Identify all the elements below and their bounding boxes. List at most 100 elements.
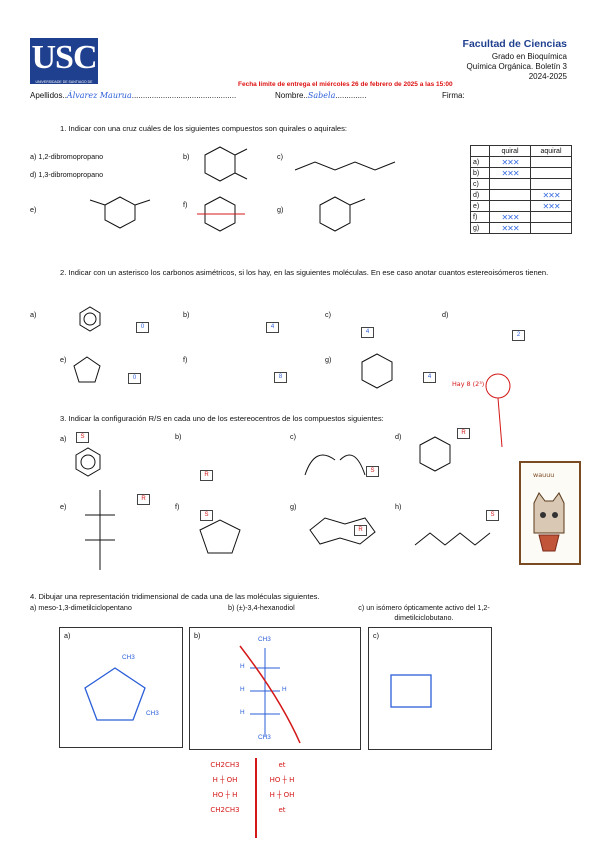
cat-drawing: wauuu [519,461,581,565]
q3-molecule-e-icon [85,490,115,570]
q4-box-c[interactable]: c) [368,627,492,750]
fr-left-row2: HO ┼ H [212,791,238,799]
q1-answer-table: quiral aquiral a)✕✕✕ b)✕✕✕ c) d)✕✕✕ e)✕✕… [470,145,572,234]
fischer-red-left: CH2CH3 H ┼ OH HO ┼ H CH2CH3 [195,758,255,818]
q2-label-g: g) [325,355,332,364]
cross-d[interactable]: ✕✕✕ [542,190,560,200]
cross-e[interactable]: ✕✕✕ [542,201,560,211]
molecule-e-icon [89,196,151,229]
cat-caption: wauuu [533,471,555,479]
apellidos-label: Apellidos [30,91,63,100]
molecule-g-icon [319,196,366,232]
q3-label-h: h) [395,502,402,511]
cross-b[interactable]: ✕✕✕ [501,168,519,178]
cell-a-aquiral[interactable] [530,156,572,168]
apellidos-value[interactable]: Álvarez Maurua [66,91,132,100]
q2-answer-c[interactable]: 4 [361,327,374,338]
row-b: b) [470,167,490,179]
q2-answer-b[interactable]: 4 [266,322,279,333]
molecule-f-icon [197,196,245,232]
fr-left-bottom: CH2CH3 [210,806,240,814]
row-c: c) [470,178,490,190]
cell-c-quiral[interactable] [489,178,531,190]
usc-logo: USC [30,38,98,84]
q2-answer-a[interactable]: 0 [136,322,149,333]
q1-item-c: c) [277,152,283,161]
cross-g[interactable]: ✕✕✕ [501,223,519,233]
q2-answer-g[interactable]: 4 [423,372,436,383]
degree: Grado en Bioquímica [491,52,567,61]
q2-label-c: c) [325,310,331,319]
q4-a-ch3-bottom: CH3 [146,710,159,717]
q3-molecule-g-icon [309,517,376,545]
q4-b-ch3-top: CH3 [258,636,271,643]
cross-f[interactable]: ✕✕✕ [501,212,519,222]
q1-item-g: g) [277,205,284,214]
q3-label-e: e) [60,502,67,511]
cell-e-quiral[interactable] [489,200,531,212]
fischer-b-drawing-icon [239,645,301,744]
q1-item-b: b) [183,152,190,161]
q3-label-f: f) [175,502,180,511]
col-aquiral: aquiral [530,145,572,157]
q3-label-a: a) [60,434,67,443]
cell-g-aquiral[interactable] [530,222,572,234]
q4-item-a: a) meso-1,3-dimetilciclopentano [30,603,132,612]
q3-molecule-h-icon [414,532,491,546]
q3-label-g: g) [290,502,297,511]
q2-label-d: d) [442,310,449,319]
cell-f-aquiral[interactable] [530,211,572,223]
nombre-value[interactable]: Sabela [307,91,336,100]
cell-b-aquiral[interactable] [530,167,572,179]
q2-answer-d[interactable]: 2 [512,330,525,341]
cell-c-aquiral[interactable] [530,178,572,190]
q2-answer-f[interactable]: 8 [274,372,287,383]
cyclobutane-drawing-icon [390,674,432,708]
row-g: g) [470,222,490,234]
q3-answer-d[interactable]: R [457,428,470,439]
molecule-c-icon [294,161,396,171]
q3-answer-b[interactable]: R [200,470,213,481]
q4-b-h1: H [240,663,245,670]
smiley-doodle-icon [485,373,511,448]
apellidos-row: Apellidos..Álvarez Maurua...............… [30,91,237,100]
faculty-title: Facultad de Ciencias [462,38,567,50]
fr-right-bottom: et [278,806,286,814]
q2-label-a: a) [30,310,37,319]
row-d: d) [470,189,490,201]
q3-molecule-c-icon [304,454,366,476]
deadline: Fecha límite de entrega el miércoles 26 … [238,81,453,88]
q3-molecule-f-icon [199,519,241,554]
q4-item-b: b) (±)-3,4-hexanodiol [228,603,295,612]
q3-answer-h[interactable]: S [486,510,499,521]
q3-answer-g[interactable]: R [354,525,367,536]
year: 2024-2025 [528,72,567,81]
q3-label-d: d) [395,432,402,441]
q2-answer-e[interactable]: 0 [128,373,141,384]
molecule-b-icon [204,146,248,182]
q3-answer-f[interactable]: S [200,510,213,521]
q4-b-h3: H [282,686,287,693]
q3-answer-c[interactable]: S [366,466,379,477]
nombre-row: Nombre..Sabela.............. [275,91,367,100]
q4-item-c: c) un isómero ópticamente activo del 1,2… [358,603,490,622]
q4-a-ch3-top: CH3 [122,654,135,661]
q3-answer-e[interactable]: R [137,494,150,505]
cell-d-quiral[interactable] [489,189,531,201]
q3-label-c: c) [290,432,296,441]
q1-item-d: d) 1,3-dibromopropano [30,170,104,179]
q4-box-b[interactable]: b) CH3 H H H H CH3 [189,627,361,750]
q3-title: 3. Indicar la configuración R/S en cada … [60,414,384,423]
q3-molecule-d-icon [419,436,451,472]
q3-answer-a[interactable]: S [76,432,89,443]
fr-left-top: CH2CH3 [210,761,240,769]
q2-note: Hay 8 (2³) [452,380,485,388]
cross-a[interactable]: ✕✕✕ [501,157,519,167]
q4-box-b-label: b) [194,631,201,640]
row-a: a) [470,156,490,168]
fr-right-row1: HO ┼ H [269,776,295,784]
col-quiral: quiral [489,145,531,157]
fr-right-row2: H ┼ OH [269,791,295,799]
cyclopentane-drawing-icon [84,667,146,721]
q4-box-a[interactable]: a) CH3 CH3 [59,627,183,748]
